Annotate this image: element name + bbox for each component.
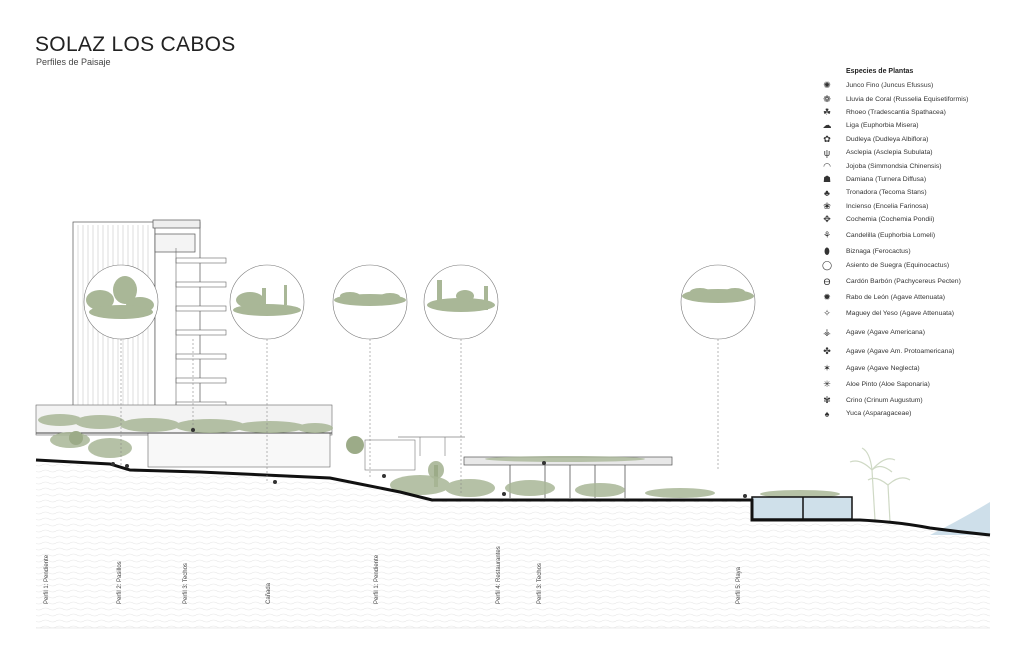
profile-label: Perfil 4: Restaurantes	[496, 546, 502, 604]
legend-item: ✥Cochemia (Cochemia Pondii)	[816, 213, 1016, 226]
legend-item: ✺Junco Fino (Juncus Efussus)	[816, 79, 1016, 92]
lower-vegetation	[390, 475, 840, 498]
crinum-icon: ✾	[823, 395, 831, 406]
legend-item: ❁Lluvia de Coral (Russelia Equisetiformi…	[816, 92, 1016, 105]
cloud-shrub-icon: ☁	[822, 120, 832, 131]
page-subtitle: Perfiles de Paisaje	[36, 57, 111, 67]
agave-icon: ✹	[823, 292, 831, 303]
tree-icon: ♣	[824, 187, 830, 198]
legend-item: ✶Agave (Agave Neglecta)	[816, 361, 1016, 374]
tower-balconies	[175, 248, 227, 415]
columnar-cactus-icon: Ɵ	[823, 276, 831, 287]
legend-item: ✳Aloe Pinto (Aloe Saponaria)	[816, 375, 1016, 394]
barrel-cactus-icon: ⬮	[824, 246, 830, 257]
legend-item: ⬮Biznaga (Ferocactus)	[816, 245, 1016, 258]
slope-trees	[69, 431, 444, 487]
spiky-agave-icon: ✶	[823, 362, 831, 373]
tower-building	[72, 219, 201, 418]
legend-item: ✤Agave (Agave Am. Protoamericana)	[816, 342, 1016, 361]
tall-agave-icon: ⚶	[823, 327, 831, 338]
dark-shrub-icon: ☗	[822, 173, 832, 184]
pool	[751, 496, 853, 520]
legend-item: ✾Crino (Crinum Augustum)	[816, 394, 1016, 407]
grass-tuft-icon: ✺	[823, 80, 831, 91]
page-title: SOLAZ LOS CABOS	[35, 33, 236, 56]
flower-shrub-icon: ❀	[823, 200, 831, 211]
legend-item: ☘Rhoeo (Tradescantia Spathacea)	[816, 106, 1016, 119]
legend-item: ❀Incienso (Encelia Farinosa)	[816, 200, 1016, 213]
palm-trees	[849, 447, 911, 523]
restaurant-pavilion	[463, 456, 673, 498]
agave-outline-icon: ✧	[823, 308, 831, 319]
profile-label: Cañada	[266, 582, 272, 604]
stem-cluster-icon: ⚘	[822, 230, 832, 241]
profile-label: Perfil 1: Pendiente	[44, 554, 50, 604]
legend-item: ☁Liga (Euphorbia Misera)	[816, 119, 1016, 132]
profile-label: Perfil 5: Playa	[736, 566, 742, 604]
detail-circle-1	[83, 264, 159, 340]
legend-item: ✿Dudleya (Dudleya Albiflora)	[816, 133, 1016, 146]
soil-hatch	[36, 460, 990, 628]
leafy-clump-icon: ☘	[822, 106, 832, 117]
mid-structure	[364, 436, 465, 471]
cactus-cluster-icon: ✥	[823, 214, 831, 225]
detail-circle-4	[423, 264, 499, 340]
legend-item: ◯Asiento de Suegra (Equinocactus)	[816, 259, 1016, 272]
aloe-icon: ✳	[823, 378, 831, 389]
profile-label: Perfil 2: Pasillos	[117, 561, 123, 604]
succulent-icon: ✿	[823, 133, 831, 144]
detail-circle-2	[229, 264, 305, 340]
legend-item: ◠Jojoba (Simmondsia Chinensis)	[816, 159, 1016, 172]
plant-species-legend: Especies de Plantas ✺Junco Fino (Juncus …	[816, 68, 1016, 421]
profile-label: Perfil 1: Pendiente	[374, 554, 380, 604]
ground-profile-line	[35, 458, 991, 537]
legend-item: ⚘Candelilla (Euphorbia Lomeli)	[816, 226, 1016, 245]
profile-lines	[120, 339, 719, 494]
legend-item: ☗Damiana (Turnera Diffusa)	[816, 173, 1016, 186]
profile-label: Perfil 3: Techos	[183, 563, 189, 604]
profile-label: Perfil 3: Techos	[537, 563, 543, 604]
legend-item: ♣Tronadora (Tecoma Stans)	[816, 186, 1016, 199]
round-shrub-icon: ◠	[823, 160, 831, 171]
profile-markers	[111, 428, 747, 498]
round-cactus-icon: ◯	[821, 259, 833, 270]
detail-circle-3	[332, 264, 408, 340]
reed-icon: ψ	[823, 147, 831, 158]
sea-wave	[930, 502, 990, 535]
detail-circle-5	[680, 264, 756, 340]
legend-item: ✧Maguey del Yeso (Agave Attenuata)	[816, 304, 1016, 323]
legend-title: Especies de Plantas	[846, 68, 914, 75]
shrub-icon: ❁	[823, 93, 831, 104]
legend-item: ⚶Agave (Agave Americana)	[816, 323, 1016, 342]
yucca-icon: ♠	[824, 408, 830, 419]
legend-item: ♠Yuca (Asparagaceae)	[816, 407, 1016, 420]
agave-rosette-icon: ✤	[823, 346, 831, 357]
legend-item: ✹Rabo de León (Agave Attenuata)	[816, 291, 1016, 304]
